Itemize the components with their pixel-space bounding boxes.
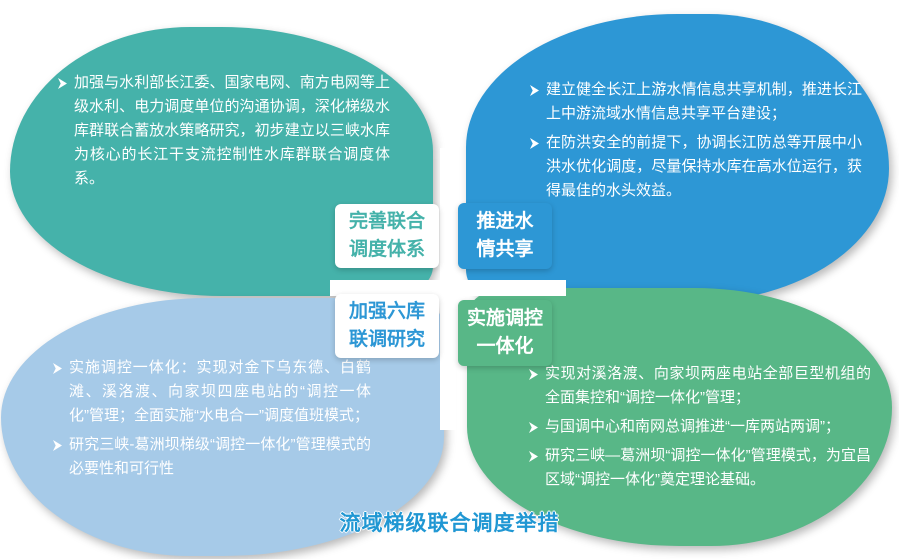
center-label-line: 情共享 [476,239,534,260]
bullet-item: 研究三峡-葛洲坝梯级“调控一体化”管理模式的必要性和可行性 [53,433,371,481]
petal-bottom-right-text: 实现对溪洛渡、向家坝两座电站全部巨型机组的全面集控和“调控一体化”管理； 与国调… [529,362,871,497]
center-label-bottom-right: 实施调控 一体化 [458,300,552,366]
bullet-item: 与国调中心和南网总调推进“一库两站两调”； [529,415,871,439]
bullet-text: 与国调中心和南网总调推进“一库两站两调”； [545,418,840,435]
bullet-text: 实施调控一体化：实现对金下乌东德、白鹤滩、溪洛渡、向家坝四座电站的“调控一体化”… [69,359,371,424]
arrow-bullet-icon [53,440,62,451]
center-label-top-right: 推进水 情共享 [458,203,552,269]
arrow-bullet-icon [58,78,67,89]
petal-bottom-left-text: 实施调控一体化：实现对金下乌东德、白鹤滩、溪洛渡、向家坝四座电站的“调控一体化”… [53,356,371,486]
center-label-top-left: 完善联合 调度体系 [335,204,439,268]
diagram-title: 流域梯级联合调度举措 [339,512,560,535]
bullet-item: 在防洪安全的前提下，协调长江防总等开展中小洪水优化调度，尽量保持水库在高水位运行… [530,131,862,203]
center-label-line: 联调研究 [348,329,425,350]
bullet-item: 实现对溪洛渡、向家坝两座电站全部巨型机组的全面集控和“调控一体化”管理； [529,362,871,410]
petal-top-right-text: 建立健全长江上游水情信息共享机制，推进长江上中游流域水情信息共享平台建设； 在防… [530,78,862,208]
bullet-text: 研究三峡-葛洲坝梯级“调控一体化”管理模式的必要性和可行性 [69,436,371,477]
arrow-bullet-icon [53,363,62,374]
center-label-bottom-left: 加强六库 联调研究 [335,294,439,358]
center-label-line: 实施调控 [466,307,543,329]
bullet-item: 实施调控一体化：实现对金下乌东德、白鹤滩、溪洛渡、向家坝四座电站的“调控一体化”… [53,356,371,428]
center-label-line: 推进水 [476,210,534,232]
bullet-item: 加强与水利部长江委、国家电网、南方电网等上级水利、电力调度单位的沟通协调，深化梯… [58,71,390,191]
bullet-text: 实现对溪洛渡、向家坝两座电站全部巨型机组的全面集控和“调控一体化”管理； [545,365,871,406]
bullet-item: 研究三峡—葛洲坝“调控一体化”管理模式，为宜昌区域“调控一体化”奠定理论基础。 [529,444,871,492]
bullet-text: 建立健全长江上游水情信息共享机制，推进长江上中游流域水情信息共享平台建设； [546,81,862,122]
arrow-bullet-icon [530,85,539,96]
bullet-text: 加强与水利部长江委、国家电网、南方电网等上级水利、电力调度单位的沟通协调，深化梯… [74,74,390,187]
petal-bottom-right: 实现对溪洛渡、向家坝两座电站全部巨型机组的全面集控和“调控一体化”管理； 与国调… [467,288,892,546]
petal-top-left: 加强与水利部长江委、国家电网、南方电网等上级水利、电力调度单位的沟通协调，深化梯… [10,27,433,296]
center-label-line: 一体化 [476,336,534,357]
arrow-bullet-icon [529,451,538,462]
arrow-bullet-icon [529,369,538,380]
bullet-text: 在防洪安全的前提下，协调长江防总等开展中小洪水优化调度，尽量保持水库在高水位运行… [546,134,862,199]
bullet-text: 研究三峡—葛洲坝“调控一体化”管理模式，为宜昌区域“调控一体化”奠定理论基础。 [545,447,871,488]
center-cross-horizontal-bar [330,280,566,296]
center-label-line: 完善联合 [348,210,425,232]
arrow-bullet-icon [529,422,538,433]
petal-top-left-text: 加强与水利部长江委、国家电网、南方电网等上级水利、电力调度单位的沟通协调，深化梯… [58,71,390,196]
center-label-line: 调度体系 [348,239,425,260]
bullet-item: 建立健全长江上游水情信息共享机制，推进长江上中游流域水情信息共享平台建设； [530,78,862,126]
petal-bottom-left: 实施调控一体化：实现对金下乌东德、白鹤滩、溪洛渡、向家坝四座电站的“调控一体化”… [1,298,444,556]
center-label-line: 加强六库 [348,300,425,322]
arrow-bullet-icon [530,138,539,149]
